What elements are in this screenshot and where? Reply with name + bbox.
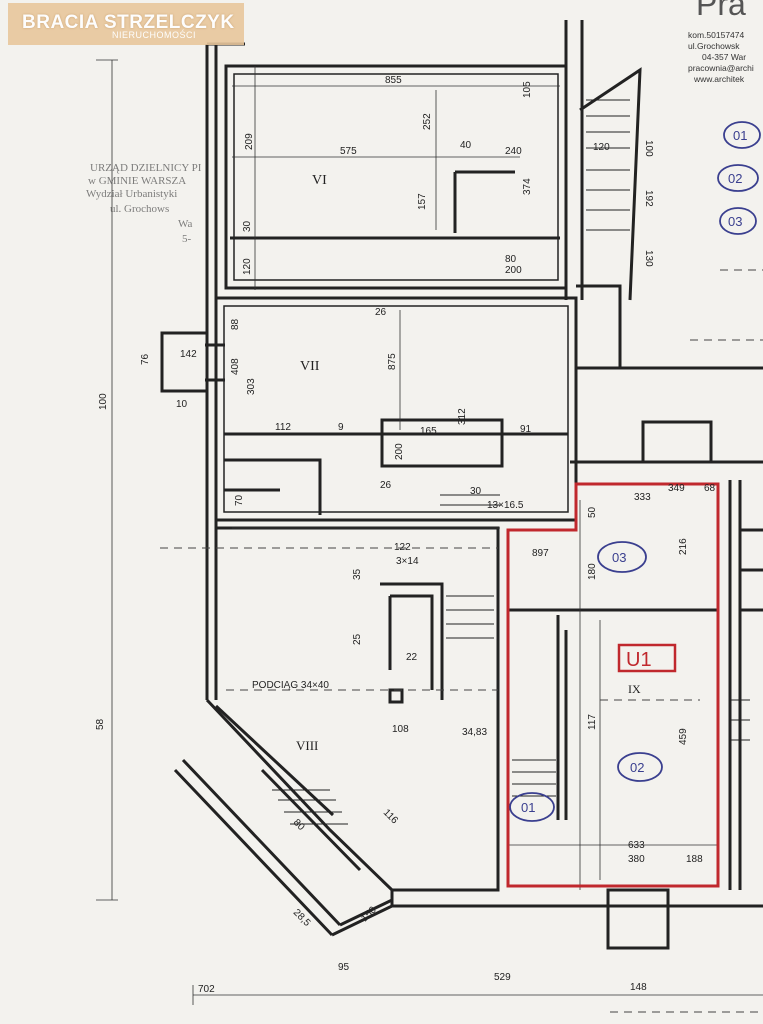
dim-label: 120 xyxy=(242,258,253,275)
stamp-line: Wa xyxy=(178,218,193,230)
header-line: kom.50157474 xyxy=(688,30,745,40)
dim-label: 702 xyxy=(198,984,215,995)
dim-label: 333 xyxy=(634,492,651,503)
dim-label: 312 xyxy=(457,408,468,425)
room-label-vii: VII xyxy=(300,359,320,374)
dashed-axes xyxy=(160,269,763,1013)
dim-label: 252 xyxy=(422,113,433,130)
dim-label: 120 xyxy=(593,142,610,153)
stair-steps xyxy=(272,99,750,825)
dim-label: 855 xyxy=(385,75,402,86)
logo-subtitle: NIERUCHOMOŚCI xyxy=(112,30,197,40)
header-line: pracownia@archi xyxy=(688,63,754,73)
company-logo: BRACIA STRZELCZYK NIERUCHOMOŚCI xyxy=(8,3,244,45)
dim-label: 303 xyxy=(246,378,257,395)
dim-label: 408 xyxy=(230,358,241,375)
u1-tag-box xyxy=(617,643,677,673)
dim-label: 68 xyxy=(704,483,716,494)
circle-marker-01: 01 xyxy=(521,800,535,815)
room-label-viii: VIII xyxy=(296,738,318,753)
dim-label: 192 xyxy=(643,190,654,207)
stamp-line: ul. Grochows xyxy=(110,203,170,215)
dim-label: 122 xyxy=(394,542,411,553)
dim-label: 117 xyxy=(587,714,598,730)
beam-label: PODCIĄG 34×40 xyxy=(252,680,329,691)
room-label-vi: VI xyxy=(312,173,327,188)
dim-label: 40 xyxy=(460,140,472,151)
dim-label: 88 xyxy=(230,318,241,330)
dim-label: 105 xyxy=(522,81,533,98)
stamp-line: Wydział Urbanistyki xyxy=(86,188,178,200)
dim-label: 13×16.5 xyxy=(487,500,524,511)
dim-label: 9 xyxy=(338,422,344,433)
dim-label: 26 xyxy=(375,307,387,318)
dim-label: 50 xyxy=(587,506,598,518)
dim-label: 459 xyxy=(678,728,689,745)
stamp-line: URZĄD DZIELNICY PI xyxy=(90,162,202,174)
dim-label: 22 xyxy=(406,652,418,663)
dim-label: 100 xyxy=(98,393,109,410)
dim-label: 142 xyxy=(180,349,197,360)
header-line: www.architek xyxy=(694,74,745,84)
dim-label: 34,83 xyxy=(462,727,487,738)
dim-label: 180 xyxy=(587,563,598,580)
dim-label: 633 xyxy=(628,840,645,851)
circle-marker-02: 02 xyxy=(728,171,742,186)
dim-label: 100 xyxy=(643,140,654,157)
dim-label: 76 xyxy=(140,353,151,365)
dim-label: 188 xyxy=(686,854,703,865)
dim-label: 112 xyxy=(275,422,291,433)
room-label-ix: IX xyxy=(628,682,641,696)
dim-label: 130 xyxy=(643,250,654,267)
circle-marker-03: 03 xyxy=(612,550,626,565)
circle-marker-01: 01 xyxy=(733,128,747,143)
dim-label: 157 xyxy=(417,193,428,210)
dim-label: 216 xyxy=(678,538,689,555)
dim-label: 200 xyxy=(394,443,405,460)
dim-label: 25 xyxy=(352,633,363,645)
logo-brand-text: BRACIA STRZELCZYK xyxy=(22,12,235,33)
circle-markers xyxy=(509,121,761,822)
dim-label: 30 xyxy=(470,486,482,497)
dim-label: 80 xyxy=(505,254,517,265)
dim-label: 70 xyxy=(234,494,245,506)
dim-label: 3×14 xyxy=(396,556,419,567)
dim-label: 95 xyxy=(338,962,350,973)
dim-label: 529 xyxy=(494,972,511,983)
dim-label: 200 xyxy=(505,265,522,276)
dim-label: 58 xyxy=(95,718,106,730)
dim-label: 374 xyxy=(522,178,533,195)
dim-label: 26 xyxy=(380,480,392,491)
dim-label: 10 xyxy=(176,399,188,410)
dim-label: 108 xyxy=(392,724,409,735)
unit-u1-outline xyxy=(506,482,720,888)
dim-label: 875 xyxy=(387,353,398,370)
dim-label: 349 xyxy=(668,483,685,494)
circle-marker-03: 03 xyxy=(728,214,742,229)
dimension-labels: 855 575 40 240 252 209 157 30 120 374 80… xyxy=(95,75,716,995)
dim-label: 35 xyxy=(352,568,363,580)
dim-label: 30 xyxy=(242,220,253,232)
dim-label: 148 xyxy=(630,982,647,993)
dim-label: 116 xyxy=(381,807,400,826)
dim-label: 209 xyxy=(244,133,255,150)
dim-label: 240 xyxy=(505,146,522,157)
stamp-line: w GMINIE WARSZA xyxy=(88,175,187,187)
dim-label: 575 xyxy=(340,146,357,157)
dim-label: 380 xyxy=(628,854,645,865)
header-line: ul.Grochowsk xyxy=(688,41,740,51)
unit-u1-label: U1 xyxy=(626,649,652,671)
dim-label: 91 xyxy=(520,424,532,435)
header-line: 04-357 War xyxy=(702,52,747,62)
header-title: Pra xyxy=(696,0,746,22)
dim-label: 80 xyxy=(291,817,307,833)
architect-header: Pra kom.50157474 ul.Grochowsk 04-357 War… xyxy=(684,0,763,90)
dimension-lines xyxy=(96,59,763,1005)
dim-label: 165 xyxy=(420,426,437,437)
circle-marker-02: 02 xyxy=(630,760,644,775)
dim-label: 897 xyxy=(532,548,549,559)
stamp-line: 5- xyxy=(182,233,192,245)
